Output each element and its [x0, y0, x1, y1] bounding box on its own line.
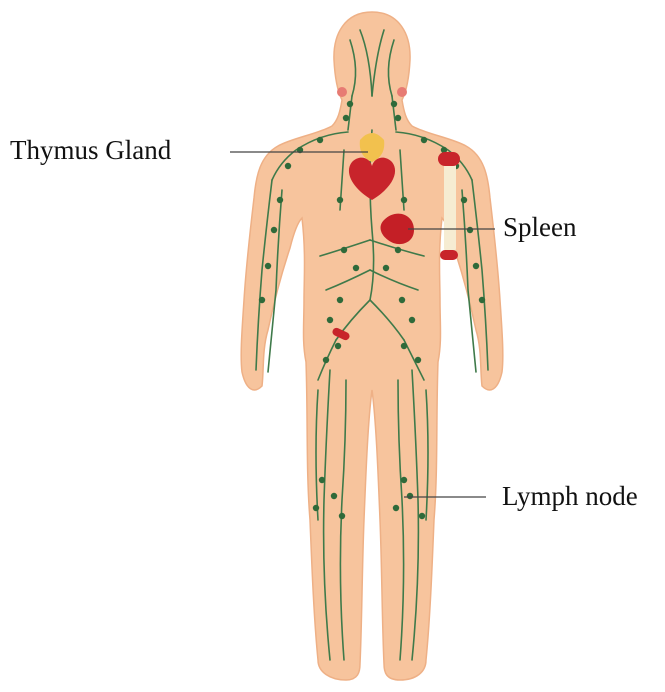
thymus-gland-label: Thymus Gland: [10, 137, 171, 164]
body-silhouette: [241, 12, 503, 680]
spleen-label: Spleen: [503, 214, 577, 241]
lymph-node-label: Lymph node: [502, 483, 638, 510]
